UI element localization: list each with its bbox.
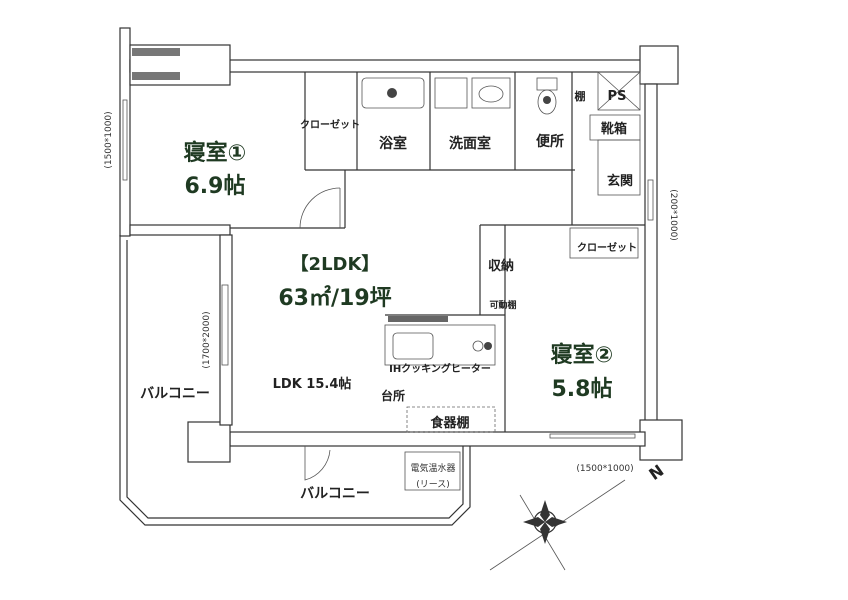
kitchen-counter xyxy=(384,316,496,433)
unit-area: 63㎡/19坪 xyxy=(278,285,391,311)
windows xyxy=(122,99,654,439)
wash-basin xyxy=(434,77,511,109)
window-size-bedroom1: (1500*1000) xyxy=(104,111,114,168)
bath-label: 浴室 xyxy=(379,135,407,152)
washroom-label: 洗面室 xyxy=(449,135,491,152)
storage-label: 収納 xyxy=(488,258,514,274)
balcony-south-label: バルコニー xyxy=(300,486,370,502)
bedroom1-name: 寝室① xyxy=(184,140,247,166)
bedroom2-size: 5.8帖 xyxy=(552,377,613,402)
window-size-ldk: (1700*2000) xyxy=(202,311,212,368)
toilet-label: 便所 xyxy=(536,133,564,150)
compass-icon xyxy=(489,479,626,571)
ps-label: PS xyxy=(608,89,627,104)
closet2-label: クローゼット xyxy=(577,241,637,254)
partitions xyxy=(230,72,645,432)
movable-shelf-label: 可動棚 xyxy=(489,299,516,311)
shoe-box-label: 靴箱 xyxy=(601,121,627,137)
kitchen-label: 台所 xyxy=(381,388,405,403)
window-size-bedroom2: (1500*1000) xyxy=(576,464,633,474)
bathtub xyxy=(361,77,425,109)
shelf-label: 棚 xyxy=(575,89,586,103)
bedroom1-size: 6.9帖 xyxy=(185,174,246,199)
walls xyxy=(119,27,683,463)
bedroom2-name: 寝室② xyxy=(551,342,614,368)
window-size-entrance: (200*1000) xyxy=(668,189,678,241)
closet1-label: クローゼット xyxy=(300,118,360,131)
entrance-fixtures xyxy=(589,71,641,196)
water-heater-note: (リース) xyxy=(416,480,450,490)
balcony-west-label: バルコニー xyxy=(140,386,210,402)
water-heater-label: 電気温水器 xyxy=(410,462,455,474)
balcony-outline xyxy=(119,235,471,526)
cupboard-label: 食器棚 xyxy=(430,415,469,431)
north-label: N xyxy=(645,461,667,484)
ldk-label: LDK 15.4帖 xyxy=(273,376,352,392)
entrance-label: 玄関 xyxy=(607,173,633,189)
closet2-box xyxy=(569,227,639,259)
ih-heater-label: IHクッキングヒーター xyxy=(389,362,491,375)
toilet-fixture xyxy=(536,77,558,115)
unit-type: 【2LDK】 xyxy=(291,254,380,275)
doors xyxy=(299,187,341,481)
